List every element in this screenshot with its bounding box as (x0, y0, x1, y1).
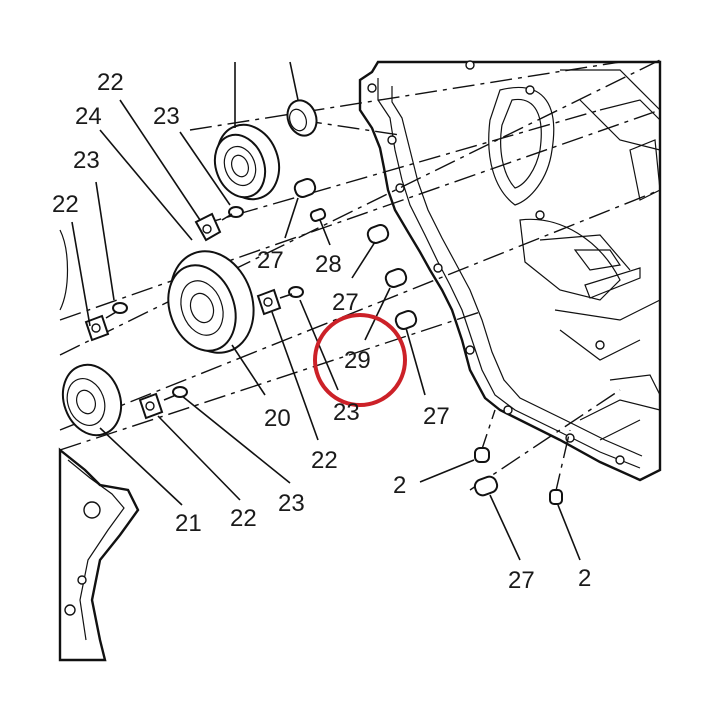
callout-2-left: 2 (393, 472, 406, 499)
dowel-27-e (473, 475, 499, 497)
callout-24: 24 (75, 103, 102, 130)
callout-27-upper: 27 (257, 247, 284, 274)
clip-and-screw-lower (138, 386, 188, 420)
callout-22-left: 22 (52, 191, 79, 218)
dowel-27-a (293, 178, 317, 198)
callout-labels: 22 24 23 23 22 27 28 27 29 23 27 20 22 2… (50, 69, 591, 594)
callout-23-top: 23 (153, 103, 180, 130)
crankcase-left-edge (58, 229, 140, 662)
dowel-27-c (384, 268, 408, 288)
pin-28 (309, 208, 327, 222)
dowel-2-a (474, 447, 490, 463)
callout-20: 20 (264, 405, 291, 432)
callout-22-low: 22 (230, 505, 257, 532)
engine-cover-housing (358, 60, 662, 482)
dowel-27-d (394, 310, 418, 330)
bearing-20 (167, 250, 255, 354)
bearing-21 (61, 363, 123, 437)
callout-2-right: 2 (578, 565, 591, 592)
bearing-upper (213, 123, 281, 201)
oil-seal (286, 99, 318, 137)
callout-21: 21 (175, 510, 202, 537)
assembly-axes (59, 59, 661, 496)
callout-27-bottom: 27 (508, 567, 535, 594)
callout-29: 29 (344, 347, 371, 374)
clip-and-screw-left (84, 302, 128, 342)
clip-and-screw-upper (194, 206, 244, 242)
callout-27-right: 27 (423, 403, 450, 430)
highlight-circle (313, 313, 407, 407)
callout-22-top: 22 (97, 69, 124, 96)
callout-28: 28 (315, 251, 342, 278)
callout-23-left: 23 (73, 147, 100, 174)
dowel-27-b (366, 224, 390, 244)
callout-23-mid: 23 (333, 399, 360, 426)
clip-and-screw-middle (256, 286, 304, 316)
dowel-2-b (549, 489, 563, 505)
leader-lines (71, 61, 581, 561)
callout-22-mid: 22 (311, 447, 338, 474)
callout-27-mid: 27 (332, 289, 359, 316)
callout-23-low: 23 (278, 490, 305, 517)
